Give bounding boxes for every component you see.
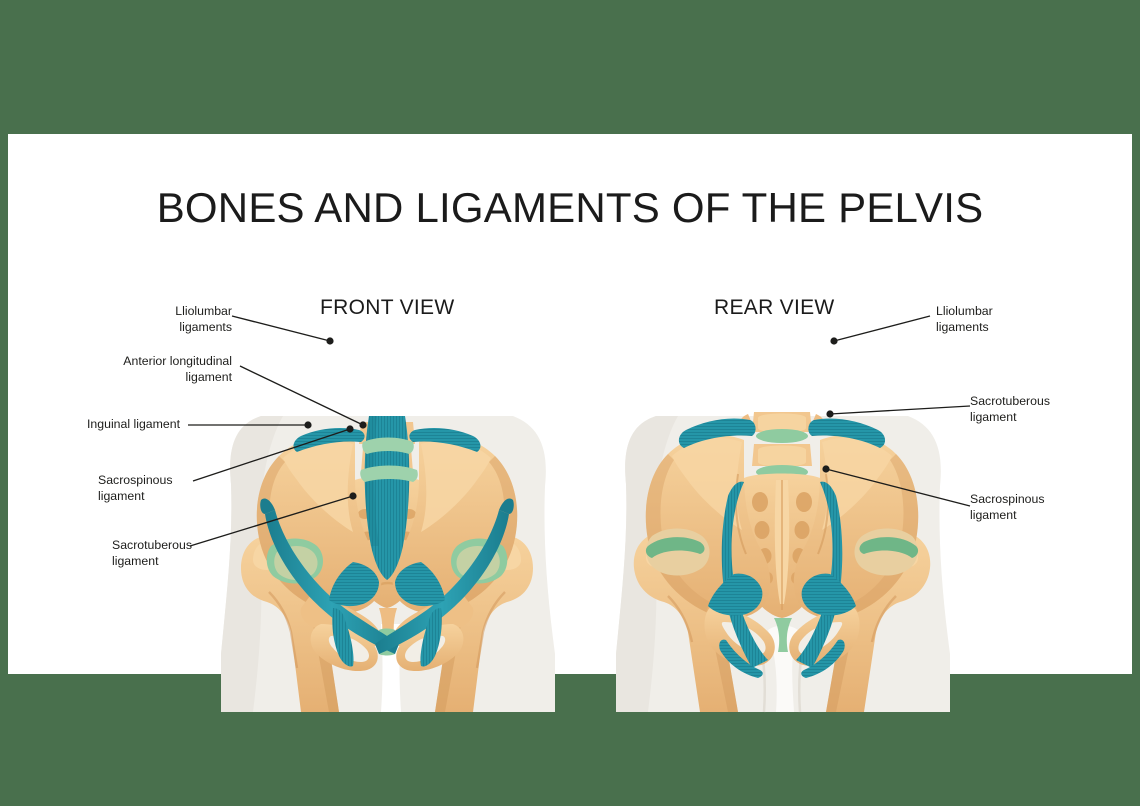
annotation-front-sacrospinous: Sacrospinous ligament	[98, 473, 238, 504]
ligaments-front	[260, 416, 514, 667]
annotation-front-inguinal: Inguinal ligament	[48, 417, 180, 433]
annotation-front-iliolumbar-line1: Lliolumbar	[175, 304, 232, 318]
page-title: BONES AND LIGAMENTS OF THE PELVIS	[156, 184, 984, 231]
ligaments-rear	[678, 418, 886, 678]
content-card: BONES AND LIGAMENTS OF THE PELVIS FRONT …	[8, 134, 1132, 713]
annotation-front-sacrospinous-line1: Sacrospinous	[98, 473, 173, 487]
annotation-rear-sacrotuberous-line1: Sacrotuberous	[970, 394, 1050, 408]
annotation-front-anterior-longitudinal-line1: Anterior longitudinal	[123, 354, 232, 368]
view-label-rear: REAR VIEW	[714, 296, 835, 319]
annotation-front-sacrotuberous: Sacrotuberous ligament	[112, 538, 262, 569]
view-label-front: FRONT VIEW	[320, 296, 455, 319]
annotation-rear-sacrospinous: Sacrospinous ligament	[970, 492, 1126, 523]
annotation-front-anterior-longitudinal-line2: ligament	[185, 369, 232, 384]
annotation-front-iliolumbar: Lliolumbar ligaments	[68, 304, 232, 335]
annotation-rear-sacrotuberous: Sacrotuberous ligament	[970, 394, 1126, 425]
annotation-rear-sacrospinous-line2: ligament	[970, 507, 1017, 522]
annotation-rear-iliolumbar-line1: Lliolumbar	[936, 304, 993, 318]
annotation-front-anterior-longitudinal: Anterior longitudinal ligament	[48, 354, 232, 385]
annotation-rear-sacrotuberous-line2: ligament	[970, 409, 1017, 424]
annotation-front-sacrotuberous-line2: ligament	[112, 553, 159, 568]
illustration-rear-view	[608, 324, 968, 714]
illustration-front-view	[213, 324, 573, 714]
annotation-front-inguinal-line1: Inguinal ligament	[87, 417, 180, 431]
annotation-front-iliolumbar-line2: ligaments	[179, 319, 232, 334]
annotation-rear-iliolumbar-line2: ligaments	[936, 319, 989, 334]
annotation-front-sacrospinous-line2: ligament	[98, 488, 145, 503]
annotation-rear-sacrospinous-line1: Sacrospinous	[970, 492, 1045, 506]
annotation-front-sacrotuberous-line1: Sacrotuberous	[112, 538, 192, 552]
annotation-rear-iliolumbar: Lliolumbar ligaments	[936, 304, 1086, 335]
cartilage-rear	[645, 528, 919, 576]
leader-lines	[188, 315, 971, 547]
